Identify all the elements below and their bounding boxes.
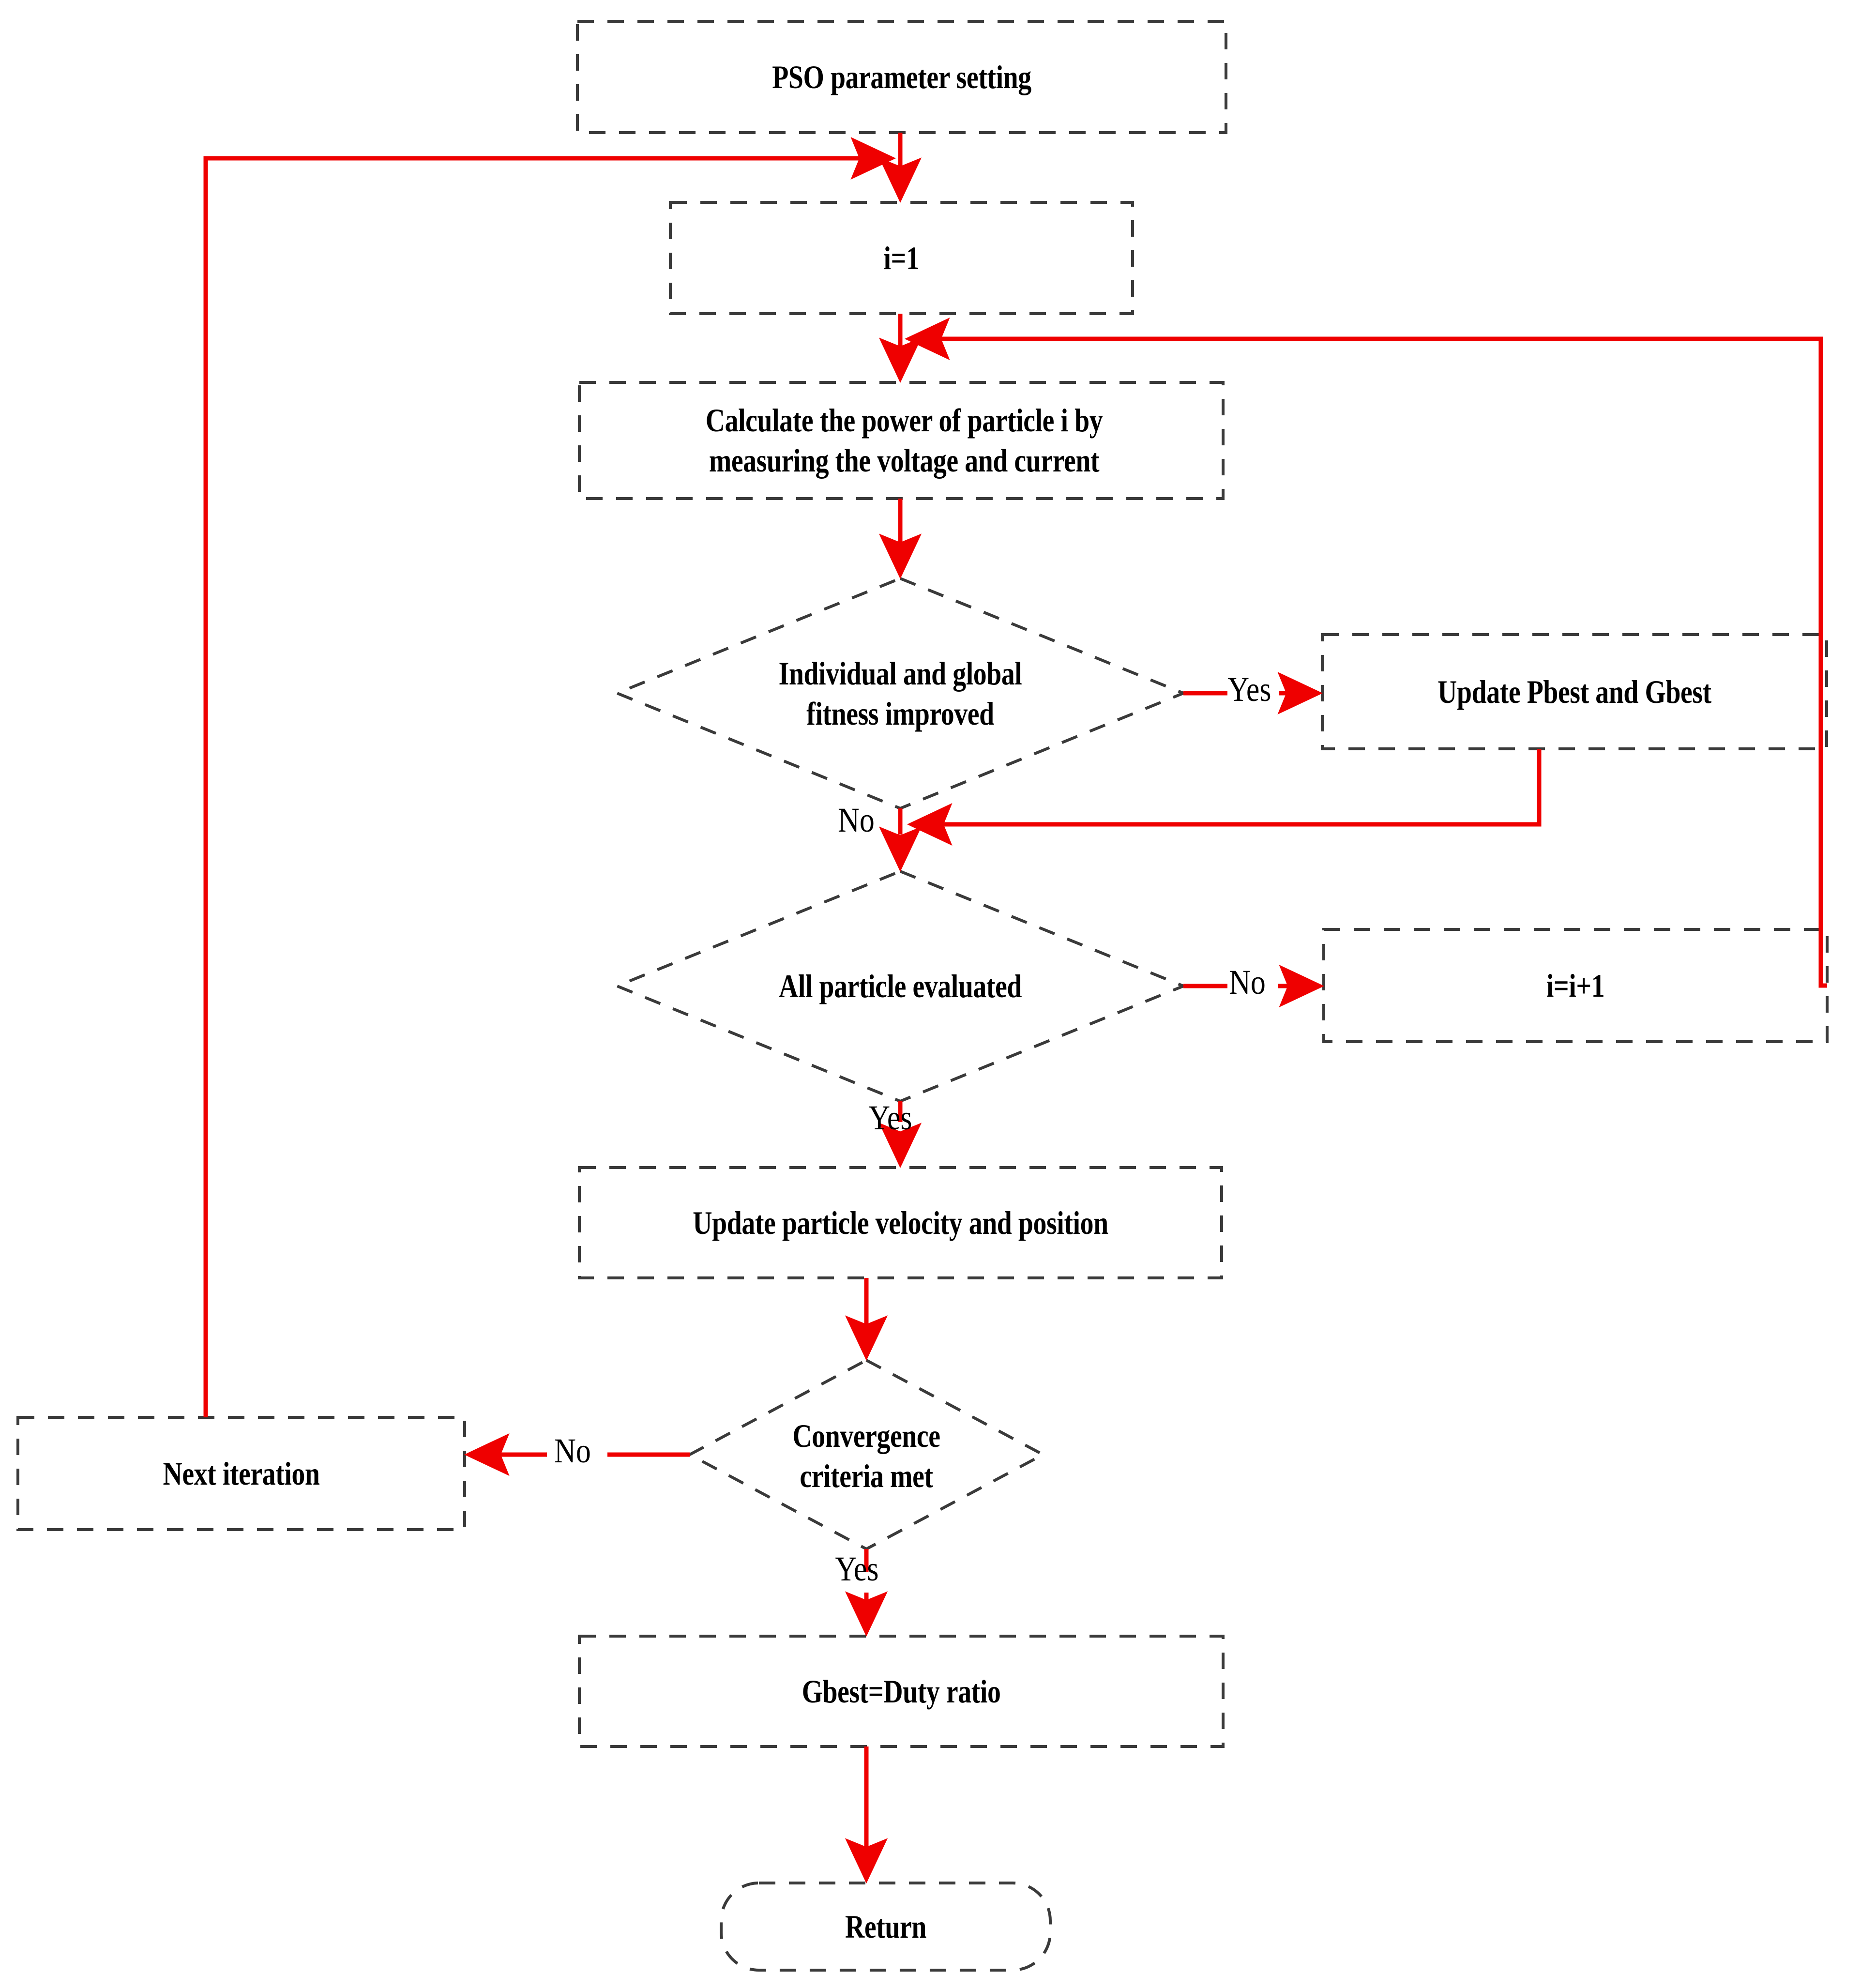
edge-label-fitness-yes: Yes xyxy=(1227,670,1271,709)
edge-label-convergence-no: No xyxy=(554,1431,591,1470)
shape-next-iteration xyxy=(16,1416,466,1531)
shape-update-velocity xyxy=(578,1166,1223,1279)
edge-increment-feedback xyxy=(904,317,1827,988)
shape-convergence-criteria xyxy=(686,1358,1046,1551)
shape-update-pbest-gbest xyxy=(1321,633,1828,750)
shape-fitness-improved xyxy=(613,577,1187,810)
shape-all-particle-evaluated xyxy=(613,869,1187,1103)
edge-pbest-to-no-junction xyxy=(907,749,1542,846)
edge-label-evaluated-yes: Yes xyxy=(868,1098,912,1137)
shape-i-increment xyxy=(1322,928,1829,1043)
edge-label-evaluated-no: No xyxy=(1229,963,1266,1002)
shape-calculate-power xyxy=(578,381,1225,500)
edge-label-convergence-yes: Yes xyxy=(835,1549,879,1588)
edge-next-iteration-feedback xyxy=(203,137,896,1417)
shape-gbest-duty-ratio xyxy=(578,1635,1225,1748)
shape-pso-parameter-setting xyxy=(576,20,1227,134)
edge-label-fitness-no: No xyxy=(838,801,875,839)
shape-i-init xyxy=(669,201,1134,315)
shape-return xyxy=(720,1882,1052,1972)
